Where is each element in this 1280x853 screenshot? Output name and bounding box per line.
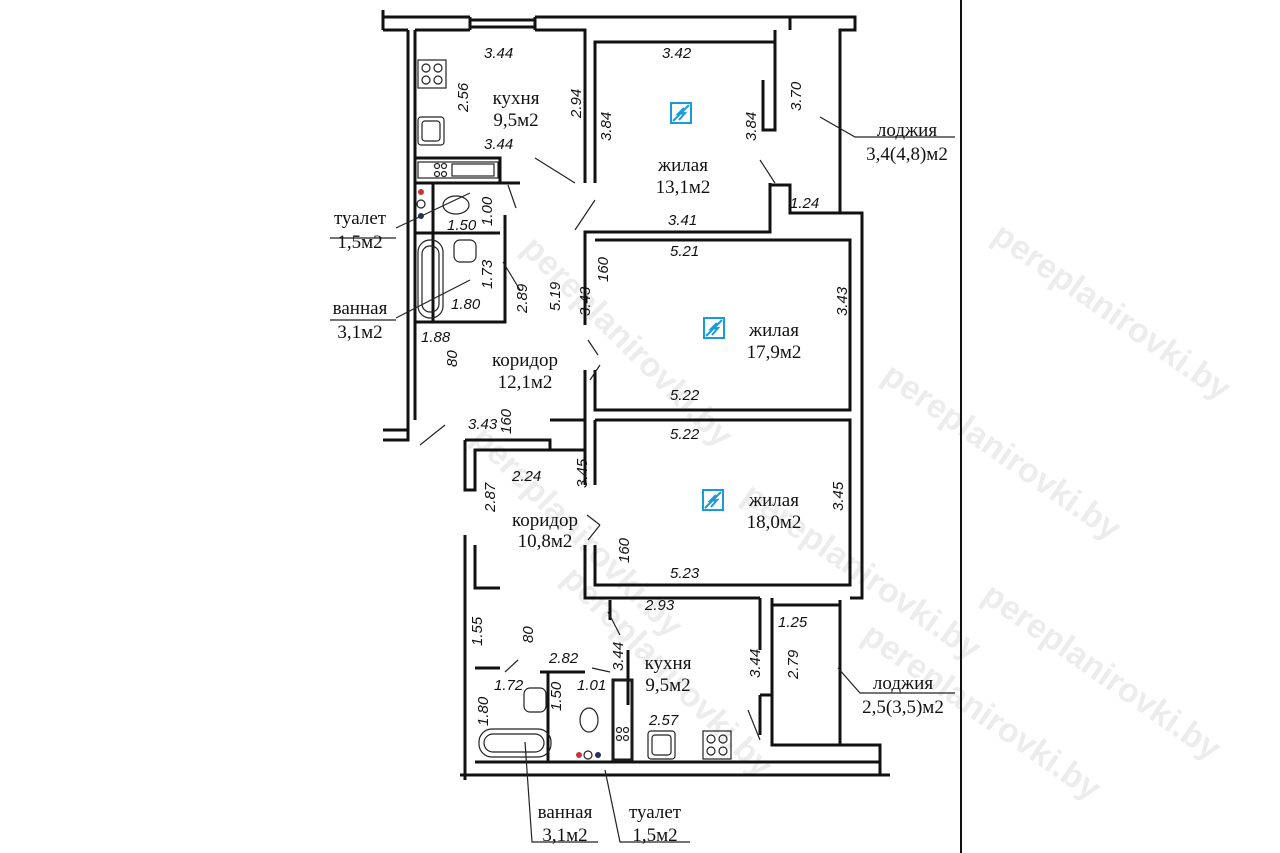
dimension: 2.94 [568, 89, 585, 119]
dimension: 2.93 [644, 597, 675, 614]
room-area: 10,8м2 [518, 531, 573, 552]
dimension: 2.89 [514, 283, 531, 314]
dimension: 1.24 [790, 195, 819, 212]
pipes-icon [576, 750, 601, 760]
dimension: 1.00 [479, 196, 496, 226]
dimension: 80 [520, 626, 537, 643]
dimension: 3.43 [577, 286, 594, 316]
room-name: кухня [493, 88, 540, 109]
room-area: 17,9м2 [747, 342, 802, 363]
room-area: 12,1м2 [498, 372, 553, 393]
room-area: 1,5м2 [337, 232, 382, 253]
dimension: 3.84 [743, 112, 760, 141]
electric-panel-icon [670, 102, 692, 124]
dimension: 1.50 [548, 681, 565, 711]
room-name: жилая [748, 490, 799, 511]
fixtures [416, 59, 732, 761]
room-name: туалет [334, 208, 387, 229]
stove-icon [612, 679, 633, 761]
dimension: 1.01 [577, 677, 606, 694]
watermark: pereplanirovki.by [875, 355, 1127, 548]
dimension: 3.45 [574, 458, 591, 488]
dimension: 2.82 [548, 650, 579, 667]
dimension: 5.19 [547, 281, 564, 311]
room-name: ванная [333, 298, 388, 319]
dimension: 3.41 [668, 212, 697, 229]
dimension: 5.23 [670, 565, 700, 582]
sink-icon [417, 116, 445, 146]
dimension: 160 [616, 537, 633, 563]
dimension: 160 [595, 256, 612, 282]
dimension: 1.80 [451, 296, 481, 313]
sink-icon [647, 730, 676, 760]
dimension: 3.70 [788, 81, 805, 111]
electric-panel-icon [703, 317, 725, 339]
sink-icon [523, 687, 547, 713]
dimension: 2.24 [511, 468, 541, 485]
dimension: 3.44 [747, 649, 764, 678]
dimension: 3.43 [834, 286, 851, 316]
dimension: 2.56 [455, 82, 472, 113]
dimension: 3.84 [598, 112, 615, 141]
room-area: 13,1м2 [656, 177, 711, 198]
stove-icon [417, 161, 499, 179]
dimensions: 3.44 2.56 2.94 3.44 3.42 3.84 3.84 3.70 … [421, 45, 851, 729]
room-area: 2,5(3,5)м2 [862, 697, 944, 718]
room-area: 3,1м2 [542, 825, 587, 846]
dimension: 1.88 [421, 329, 451, 346]
room-area: 3,4(4,8)м2 [866, 144, 948, 165]
room-name: коридор [512, 510, 578, 531]
room-area: 18,0м2 [747, 512, 802, 533]
room-name: лоджия [877, 120, 937, 141]
dimension: 80 [444, 350, 461, 367]
dimension: 5.22 [670, 426, 700, 443]
dimension: 1.73 [479, 259, 496, 289]
bathtub-icon [417, 239, 444, 319]
dimension: 2.87 [482, 482, 499, 513]
doors [330, 116, 955, 843]
toilet-icon [579, 707, 599, 733]
room-labels: кухня 9,5м2 жилая 13,1м2 лоджия 3,4(4,8)… [333, 88, 948, 846]
dimension: 3.44 [610, 642, 627, 671]
dimension: 1.72 [494, 677, 524, 694]
dimension: 3.42 [662, 45, 692, 62]
stove-icon [702, 730, 732, 760]
dimension: 1.25 [778, 614, 808, 631]
stove-icon [417, 59, 447, 89]
sink-icon [453, 239, 477, 263]
room-area: 9,5м2 [493, 110, 538, 131]
dimension: 1.50 [447, 217, 477, 234]
dimension: 5.21 [670, 243, 699, 260]
dimension: 3.45 [830, 481, 847, 511]
dimension: 1.80 [475, 696, 492, 726]
room-area: 1,5м2 [632, 825, 677, 846]
pipes-icon [416, 189, 426, 219]
watermark: pereplanirovki.by [985, 215, 1237, 408]
bathtub-icon [478, 728, 552, 758]
room-area: 9,5м2 [645, 675, 690, 696]
room-name: ванная [538, 802, 593, 823]
toilet-icon [442, 195, 470, 215]
dimension: 5.22 [670, 387, 700, 404]
electric-panel-icon [702, 489, 724, 511]
dimension: 3.44 [484, 136, 513, 153]
room-area: 3,1м2 [337, 322, 382, 343]
room-name: жилая [657, 155, 708, 176]
room-name: туалет [629, 802, 682, 823]
dimension: 3.44 [484, 45, 513, 62]
room-name: лоджия [873, 673, 933, 694]
walls [381, 10, 890, 780]
room-name: жилая [748, 320, 799, 341]
dimension: 3.43 [468, 416, 498, 433]
dimension: 1.55 [469, 616, 486, 646]
dimension: 2.57 [648, 712, 679, 729]
dimension: 160 [498, 408, 515, 434]
dimension: 2.79 [785, 649, 802, 680]
room-name: кухня [645, 653, 692, 674]
room-name: коридор [492, 350, 558, 371]
